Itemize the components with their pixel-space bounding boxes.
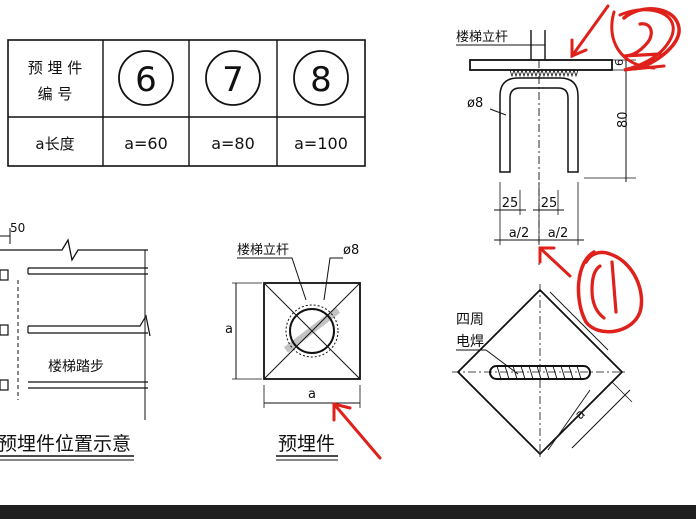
part-id-7-label: 7 [222,60,244,100]
length-8: a=100 [294,134,348,153]
dim-half-right: a/2 [548,226,569,241]
weld-label-line2: 电焊 [456,334,484,350]
plate-rod-label: ø8 [343,243,359,258]
dim-half-left: a/2 [509,226,530,241]
weld-dim-side: a [572,407,588,423]
marker-1: 1 [576,250,644,334]
position-view: 50 楼梯踏步 预埋件位置示意 [0,221,151,461]
weld-view: 四周 电焊 a [452,284,633,460]
table-header-line2: 编 号 [38,85,73,103]
part-id-8-label: 8 [310,60,332,100]
length-7: a=80 [211,134,255,153]
part-id-6: 6 [118,50,174,106]
position-view-caption: 预埋件位置示意 [0,433,131,455]
section-rod-label: ø8 [467,96,483,111]
plate-view-caption: 预埋件 [278,433,335,455]
plate-view: 楼梯立杆 ø8 a a 预埋件 [225,243,361,461]
arrow-marker-1 [538,246,572,278]
marker-2: 2 [610,7,681,72]
arrow-plate-dim [332,402,382,460]
section-view: 楼梯立杆 ø8 6 80 25 25 a/2 a/2 [456,30,636,265]
weld-label-line1: 四周 [456,312,484,328]
part-id-8: 8 [293,50,349,106]
step-label: 楼梯踏步 [48,359,104,375]
table-header-line1: 预 埋 件 [28,59,83,77]
plate-post-label: 楼梯立杆 [237,243,289,258]
embedded-part-table: 预 埋 件 编 号 a长度 6 7 8 a=60 a=80 a=100 [7,39,366,167]
table-length-header: a长度 [35,135,74,153]
dim-height: 80 [616,111,631,128]
dim-25-right: 25 [541,196,558,211]
dim-50: 50 [10,221,25,235]
plate-dim-side: a [225,322,233,337]
bottom-bar [0,505,696,519]
red-annotations: 2 1 [332,4,681,460]
dim-25-left: 25 [502,196,519,211]
plate-dim-bottom: a [308,387,316,402]
section-post-label: 楼梯立杆 [456,30,508,45]
part-id-7: 7 [205,50,261,106]
arrow-marker-2 [570,4,610,59]
part-id-6-label: 6 [135,60,157,100]
length-6: a=60 [124,134,168,153]
dim-plate-thickness: 6 [613,59,626,66]
